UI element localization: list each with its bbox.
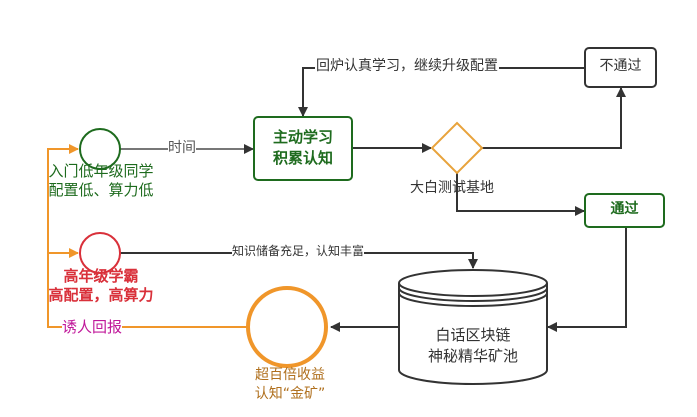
- top-student-node: [79, 232, 121, 274]
- reward-loop-edge: [47, 144, 247, 328]
- mine-label: 白话区块链 神秘精华矿池: [399, 325, 547, 367]
- learn-box-line2: 积累认知: [272, 149, 333, 167]
- test-to-fail-edge: [482, 87, 626, 149]
- reward-label: 诱人回报: [62, 318, 123, 337]
- top-student-label: 高年级学霸 高配置，高算力: [36, 267, 166, 305]
- top-student-label-line2: 高配置，高算力: [48, 285, 154, 304]
- test-to-pass-edge: [456, 173, 585, 216]
- gold-label: 超百倍收益 认知“金矿”: [230, 366, 350, 404]
- time-label: 时间: [168, 140, 196, 158]
- beginner-label: 入门低年级同学 配置低、算力低: [36, 162, 166, 200]
- learn-box-line1: 主动学习: [272, 128, 333, 146]
- mine-label-line2: 神秘精华矿池: [427, 347, 518, 365]
- knowledge-label: 知识储备充足，认知丰富: [232, 244, 365, 259]
- gold-label-line2: 认知“金矿”: [254, 386, 326, 402]
- pass-box: [584, 193, 665, 228]
- learn-box: [253, 116, 353, 181]
- beginner-label-line1: 入门低年级同学: [48, 162, 154, 180]
- test-base-label: 大白测试基地: [410, 180, 494, 196]
- test-diamond: [430, 121, 484, 175]
- top-student-label-line1: 高年级学霸: [63, 267, 139, 285]
- beginner-node: [79, 128, 121, 170]
- learn-box-label: 主动学习 积累认知: [254, 127, 352, 169]
- pass-box-label: 通过: [610, 201, 639, 217]
- gold-node: [246, 286, 328, 368]
- retry-label: 回炉认真学习，继续升级配置: [315, 58, 499, 76]
- beginner-label-line2: 配置低、算力低: [48, 180, 154, 199]
- fail-box-label: 不通过: [599, 58, 642, 74]
- mine-cylinder: [398, 269, 548, 385]
- gold-label-line1: 超百倍收益: [255, 367, 325, 383]
- fail-box: [584, 47, 657, 88]
- pass-to-mine-edge: [547, 227, 627, 332]
- mine-label-line1: 白话区块链: [435, 326, 511, 344]
